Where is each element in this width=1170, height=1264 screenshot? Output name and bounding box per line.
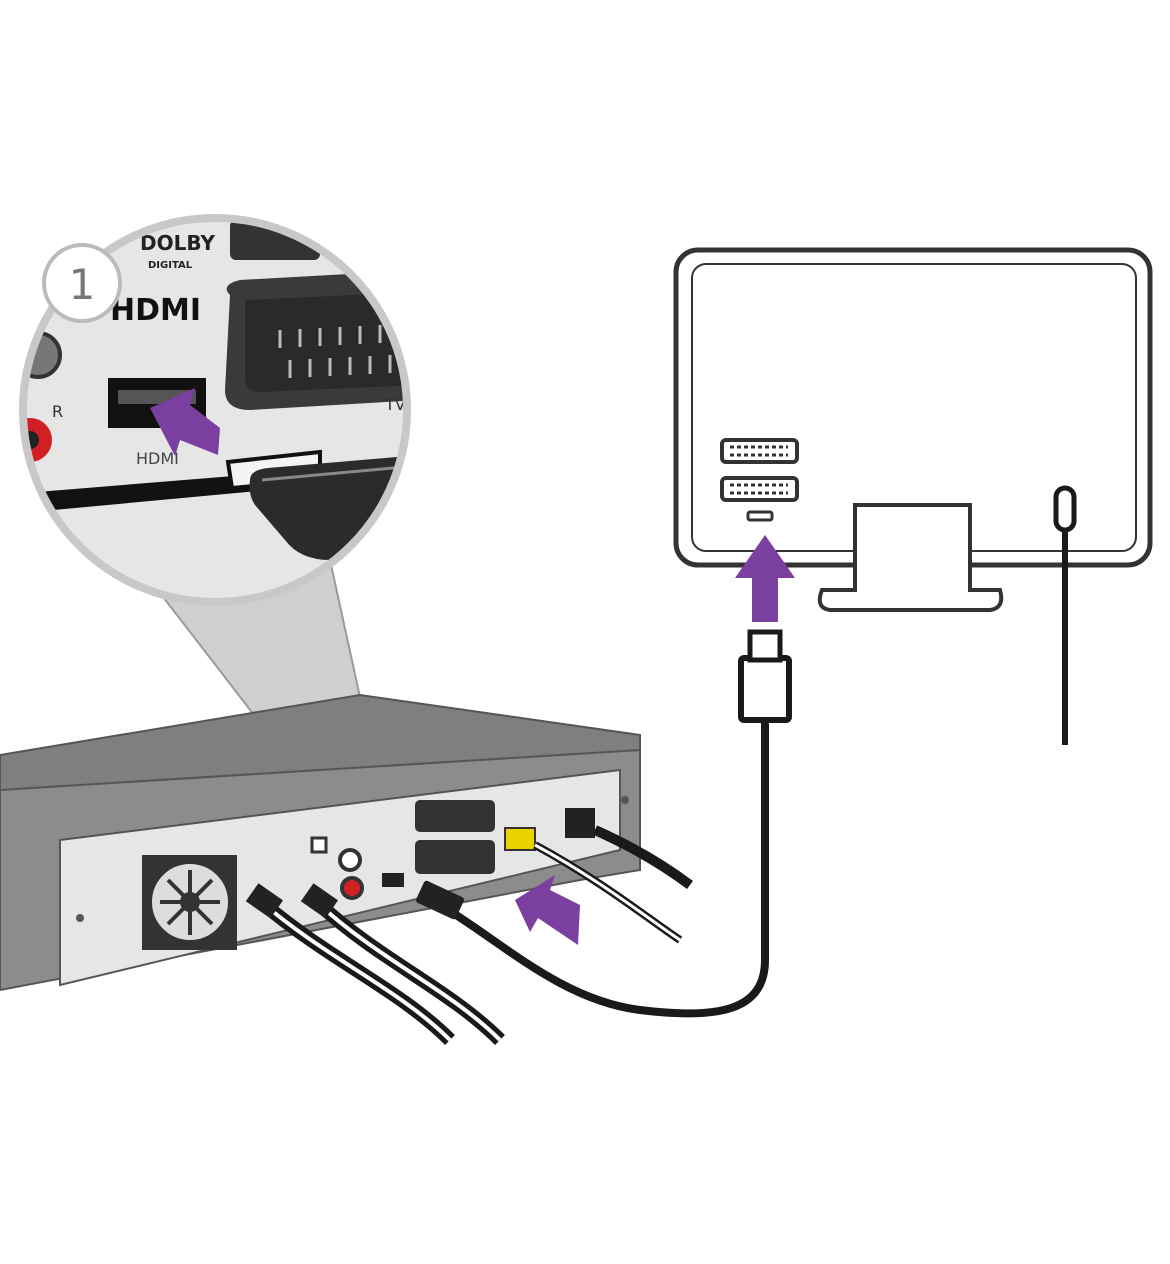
arrow-icon-tv — [735, 535, 795, 622]
scart-port-upper — [415, 800, 495, 832]
fan-icon — [142, 855, 237, 950]
hdmi-logo: HDMI — [110, 293, 201, 328]
step-number: 1 — [69, 260, 96, 309]
dolby-sub-label: DIGITAL — [148, 260, 193, 271]
box-cables — [260, 825, 693, 1045]
audio-right-label: R — [52, 402, 63, 421]
hdmi-cable — [415, 629, 792, 1018]
tv-scart-port-1 — [720, 438, 799, 464]
box-hdmi-port — [382, 873, 404, 887]
magnifier: DOLBY DIGITAL HDMI HDMI R Out TV — [19, 214, 411, 606]
tv-hdmi-port — [746, 510, 774, 522]
tv-scart-port-2 — [720, 476, 799, 502]
step-badge: 1 — [42, 243, 122, 323]
audio-jack-white — [338, 848, 362, 872]
scart-tv-label: TV — [384, 395, 406, 414]
television — [673, 247, 1153, 745]
set-top-box — [0, 693, 641, 992]
composite-connector — [504, 827, 536, 851]
power-socket — [565, 808, 595, 838]
hdmi-plug-box-end — [415, 880, 465, 920]
hdmi-plug-tv-end — [738, 629, 792, 723]
optical-port — [310, 836, 328, 854]
tv-stand — [817, 503, 1004, 612]
hdmi-port-label: HDMI — [136, 449, 179, 468]
arrow-icon-box — [515, 875, 580, 945]
scart-port-lower — [415, 840, 495, 874]
arrow-icon-magnified — [150, 388, 220, 456]
dolby-label: DOLBY — [140, 231, 215, 255]
audio-jack-red — [340, 876, 364, 900]
